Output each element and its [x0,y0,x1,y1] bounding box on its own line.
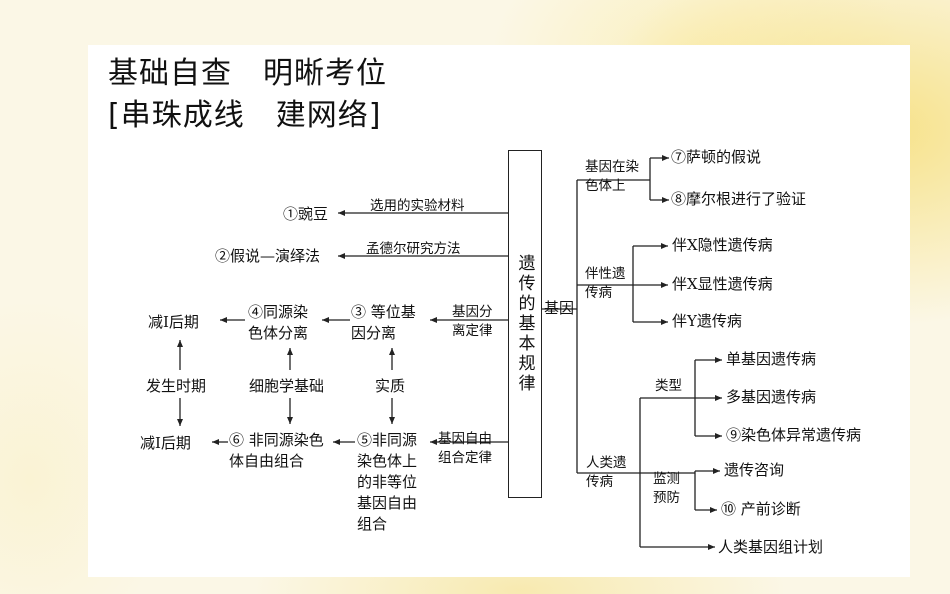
gene-on-chromosome: 基因在染色体上 [585,159,639,194]
y-linked: 伴Y遗传病 [672,312,742,330]
center-node: 遗传的基本规律 [508,150,542,498]
meiosis-top: 减Ⅰ后期 [148,313,199,331]
method-arrow-label: 孟德尔研究方法 [366,241,461,257]
node-5: ⑤非同源染色体上的非等位基因自由组合 [357,431,418,533]
cell-basis-label: 细胞学基础 [249,377,325,395]
section-title: 基础自查 明晰考位 [108,56,387,91]
section-subtitle: [串珠成线 建网络] [108,98,382,133]
single-gene: 单基因遗传病 [726,350,817,368]
x-recessive: 伴X隐性遗传病 [672,236,773,254]
sex-linked-label: 伴性遗传病 [585,266,626,301]
node-10: ⑩ 产前诊断 [721,500,801,518]
meiosis-bottom: 减Ⅰ后期 [140,434,191,452]
gene-label: 基因 [544,299,575,317]
node-3: ③ 等位基因分离 [351,303,416,342]
method-node: ②假说—演绎法 [215,247,321,265]
node-6: ⑥ 非同源染色体自由组合 [229,431,324,470]
x-dominant: 伴X显性遗传病 [672,275,773,293]
genetic-counseling: 遗传咨询 [724,461,785,479]
multi-gene: 多基因遗传病 [726,388,817,406]
node-8: ⑧摩尔根进行了验证 [671,190,807,208]
material-arrow-label: 选用的实验材料 [370,198,465,214]
content-panel [88,45,910,577]
node-7: ⑦萨顿的假说 [671,148,762,166]
segregation-law-label: 基因分离定律 [452,304,493,339]
node-4: ④同源染色体分离 [248,303,309,342]
monitor-label: 监测预防 [653,471,680,506]
human-genome-project: 人类基因组计划 [718,538,824,556]
when-label: 发生时期 [146,377,207,395]
human-diseases-label: 人类遗传病 [586,455,627,490]
free-combination-label: 基因自由组合定律 [438,431,492,466]
essence-label: 实质 [375,377,406,395]
node-9: ⑨染色体异常遗传病 [726,426,862,444]
types-label: 类型 [655,378,682,394]
pea-node: ①豌豆 [283,205,329,223]
